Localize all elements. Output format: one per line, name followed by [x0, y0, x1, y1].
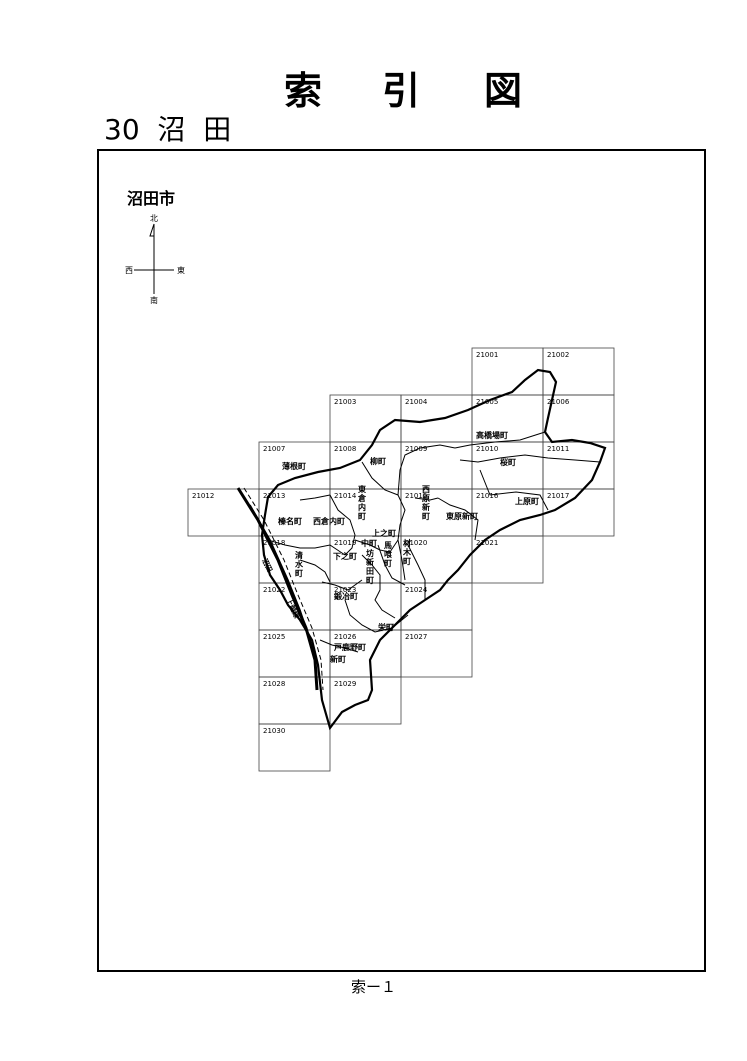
grid-sheet-label: 21011: [547, 445, 569, 453]
grid-sheet-label: 21004: [405, 398, 428, 406]
grid-sheet-label: 21021: [476, 539, 498, 547]
grid-sheet-label: 21008: [334, 445, 356, 453]
town-label: 中町: [361, 538, 377, 548]
town-label: 馬喰町: [384, 541, 393, 568]
grid-sheet-label: 21029: [334, 680, 356, 688]
town-label: 西倉内町: [313, 516, 345, 526]
grid-sheet-label: 21013: [263, 492, 285, 500]
town-label: 柳町: [370, 456, 386, 466]
grid-sheet-label: 21030: [263, 727, 285, 735]
title-char: 引: [382, 69, 421, 113]
town-label: 桜町: [500, 457, 516, 467]
grid-sheet-cell: [329, 676, 402, 725]
grid-sheet-label: 21017: [547, 492, 569, 500]
grid-sheet-label: 21028: [263, 680, 285, 688]
railway: [236, 487, 324, 691]
town-label: 坊新田町: [366, 548, 374, 585]
city-name: 沼田市: [127, 189, 176, 208]
grid-sheet-label: 21026: [334, 633, 357, 641]
grid-sheet-label: 21014: [334, 492, 357, 500]
city-boundary: [260, 368, 607, 731]
grid-sheet-label: 21006: [547, 398, 570, 406]
grid-sheet-cell: [542, 488, 615, 537]
town-label: 鍛冶町: [334, 591, 358, 601]
town-label: 東倉内町: [357, 484, 367, 521]
town-label: 上之町: [372, 528, 396, 538]
compass-north: 北: [150, 214, 158, 223]
grid-sheet-cell: [471, 535, 544, 584]
grid-sheet-cell: [400, 629, 473, 678]
page-title: 索 引 図: [0, 72, 747, 122]
title-char: 索: [284, 69, 323, 113]
town-label: 下之町: [333, 551, 357, 561]
grid-sheet-label: 21020: [405, 539, 427, 547]
town-label: 戸鹿野町: [334, 642, 366, 652]
compass-west: 西: [125, 266, 133, 275]
grid-sheet-label: 21002: [547, 351, 569, 359]
map-frame: [97, 149, 706, 972]
rail-label: 沼田: [260, 557, 274, 574]
north-arrow-icon: [149, 223, 155, 237]
town-label: 西原新町: [422, 485, 430, 521]
grid-sheet-label: 21007: [263, 445, 285, 453]
grid-sheet-label: 21025: [263, 633, 285, 641]
page-number: 索ー１: [350, 978, 396, 996]
grid-sheet-label: 21016: [476, 492, 499, 500]
town-label: 上原町: [515, 496, 539, 506]
compass-rose: 北 南 東 西: [125, 214, 185, 305]
town-label: 東原新町: [446, 511, 478, 521]
compass-east: 東: [177, 265, 185, 275]
grid-sheet-label: 21027: [405, 633, 427, 641]
town-label: 材木町: [402, 538, 412, 566]
grid-sheet-label: 21023: [334, 586, 356, 594]
section-title: 30 沼 田: [104, 113, 232, 146]
town-label: 栄町: [377, 622, 394, 632]
grid-sheet-label: 21024: [405, 586, 428, 594]
town-label: 榛名町: [278, 516, 302, 526]
town-label: 新町: [330, 654, 346, 664]
town-label: 高橋場町: [476, 430, 508, 440]
grid-sheet-label: 21018: [263, 539, 285, 547]
grid-sheet-label: 21012: [192, 492, 214, 500]
compass-south: 南: [150, 295, 158, 305]
town-label: 清水町: [294, 550, 304, 578]
grid-sheet-label: 21003: [334, 398, 356, 406]
grid-sheet-label: 21019: [334, 539, 356, 547]
town-label: 薄根町: [282, 461, 306, 471]
grid-sheet-label: 21022: [263, 586, 285, 594]
grid-sheet-label: 21001: [476, 351, 498, 359]
grid-sheet-label: 21009: [405, 445, 427, 453]
title-char: 図: [484, 69, 523, 113]
grid-sheet-label: 21010: [476, 445, 498, 453]
grid-sheet-cell: [258, 723, 331, 772]
grid-sheet-label: 21015: [405, 492, 427, 500]
